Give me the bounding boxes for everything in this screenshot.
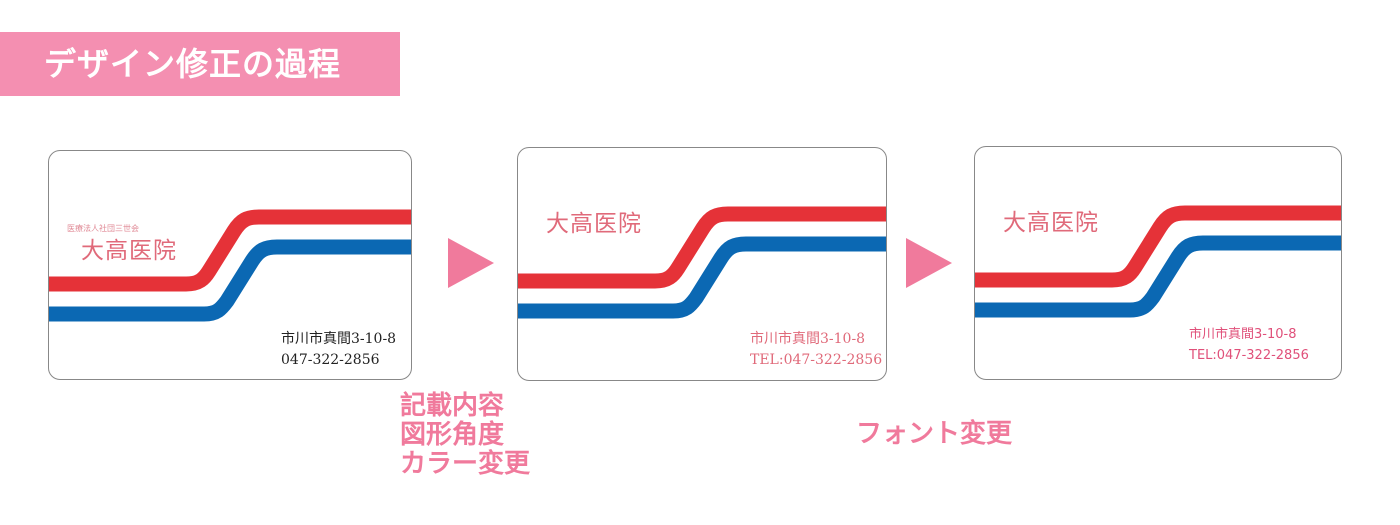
arrow-right-icon: [906, 238, 952, 288]
address: 市川市真間3-10-8: [750, 331, 866, 347]
stripes: [518, 206, 886, 319]
note-line: 図形角度: [400, 420, 505, 450]
note-line: カラー変更: [400, 449, 531, 479]
red-stripe: [518, 206, 886, 289]
arrow-right-icon: [448, 238, 494, 288]
clinic-name: 大高医院: [81, 238, 177, 264]
phone: TEL:047-322-2856: [750, 352, 883, 368]
change-note-2: フォント変更: [856, 420, 1012, 449]
change-note-1: 記載内容 図形角度 カラー変更: [400, 392, 530, 479]
red-stripe: [49, 209, 411, 292]
card-contact: 市川市真間3-10-8 047-322-2856: [281, 329, 396, 371]
address: 市川市真間3-10-8: [281, 331, 397, 347]
blue-stripe: [49, 239, 411, 322]
blue-stripe: [518, 236, 886, 319]
note-line: フォント変更: [856, 419, 1013, 449]
card-original: 医療法人社団三世会 大高医院 市川市真間3-10-8 047-322-2856: [48, 150, 412, 380]
card-revision-1: 大高医院 市川市真間3-10-8 TEL:047-322-2856: [517, 147, 887, 381]
card-revision-2: 大高医院 市川市真間3-10-8 TEL:047-322-2856: [974, 146, 1342, 380]
clinic-name: 大高医院: [1003, 210, 1099, 236]
card-subtitle: 医療法人社団三世会: [67, 224, 139, 233]
card-contact: 市川市真間3-10-8 TEL:047-322-2856: [750, 329, 882, 371]
address: 市川市真間3-10-8: [1189, 327, 1297, 342]
red-stripe: [975, 205, 1341, 288]
page-title: デザイン修正の過程: [0, 32, 400, 96]
note-line: 記載内容: [400, 391, 505, 421]
blue-stripe: [975, 235, 1341, 318]
stripes: [49, 209, 411, 322]
stripes: [975, 205, 1341, 318]
phone: TEL:047-322-2856: [1189, 348, 1309, 363]
clinic-name: 大高医院: [546, 211, 642, 237]
phone: 047-322-2856: [281, 352, 380, 368]
card-contact: 市川市真間3-10-8 TEL:047-322-2856: [1189, 324, 1309, 366]
